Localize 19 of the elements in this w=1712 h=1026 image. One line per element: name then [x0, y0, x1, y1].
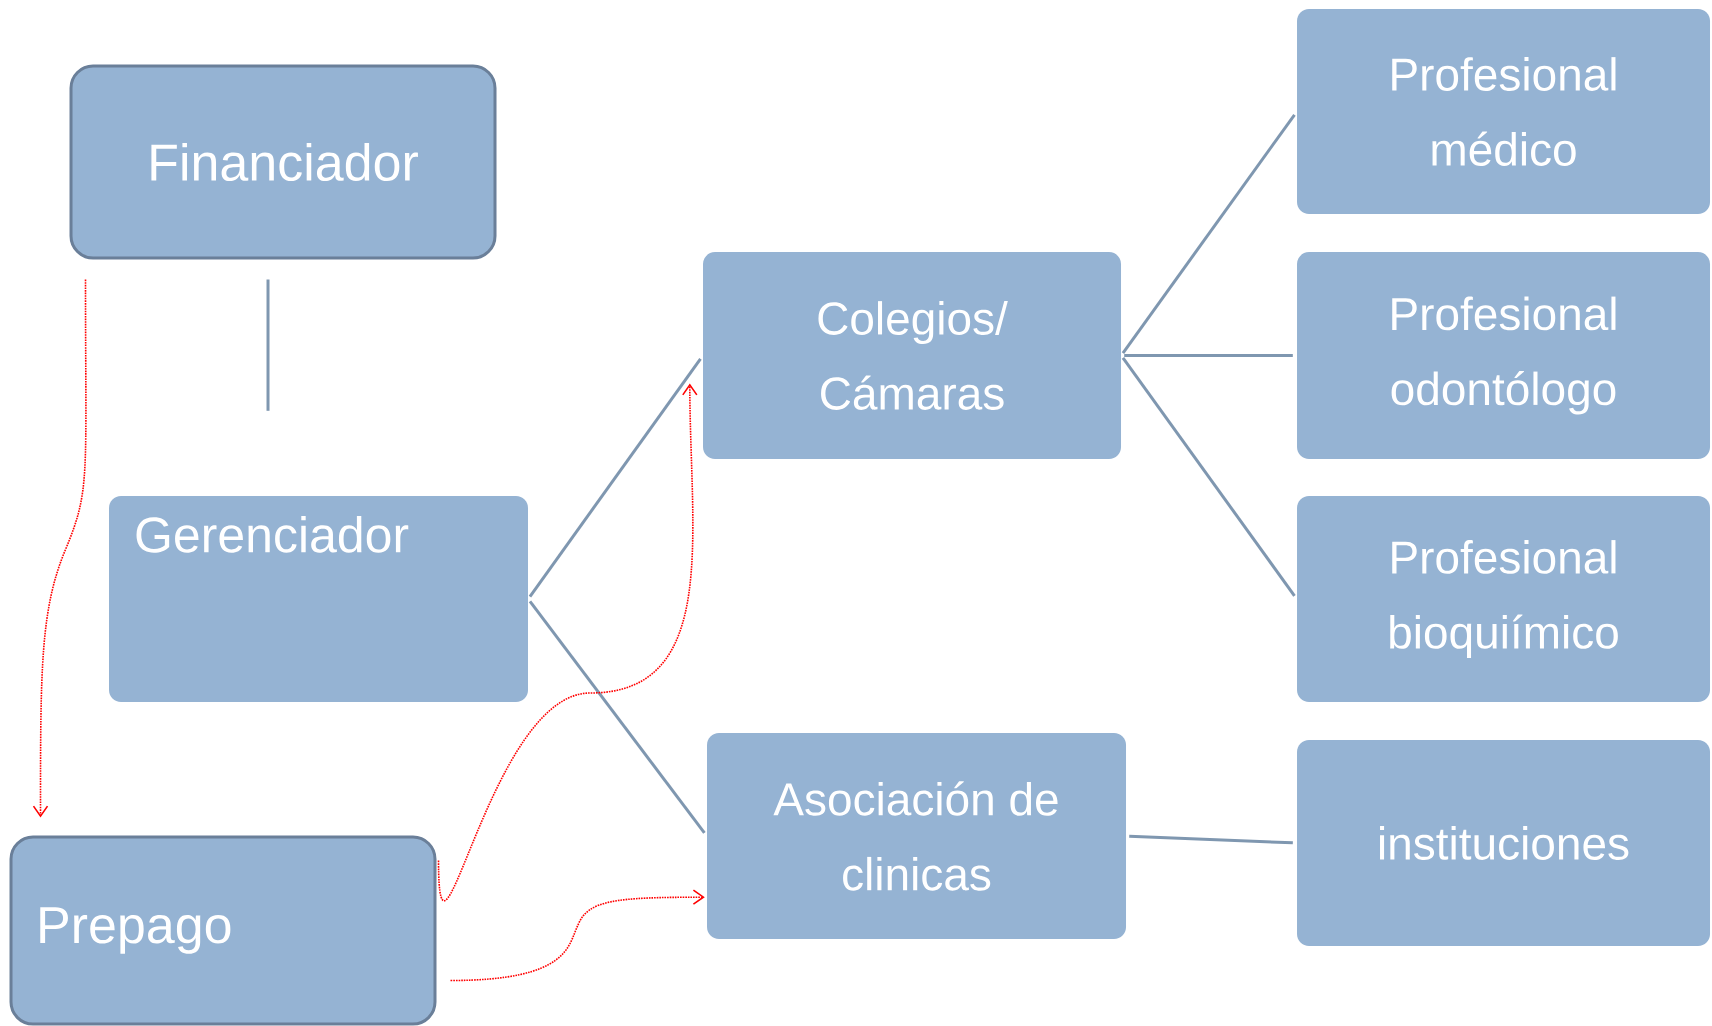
- arrow: [437, 383, 698, 901]
- connector-line: [1124, 354, 1293, 357]
- process-box: Gerenciador: [109, 496, 528, 702]
- process-box: Profesional bioquiímico: [1297, 496, 1710, 702]
- process-box: instituciones: [1297, 740, 1710, 946]
- arrow: [32, 278, 87, 818]
- connector-line: [1121, 113, 1296, 354]
- connector-line: [266, 279, 270, 411]
- process-box: Profesional médico: [1297, 9, 1710, 214]
- connector-line: [1121, 357, 1296, 597]
- arrow: [449, 889, 705, 982]
- process-box: Colegios/ Cámaras: [703, 252, 1121, 459]
- process-box: Prepago: [9, 835, 437, 1026]
- process-box: Financiador: [69, 64, 497, 260]
- connector-line: [528, 600, 706, 834]
- connector-line: [528, 357, 702, 598]
- process-box: Profesional odontólogo: [1297, 252, 1710, 459]
- connector-line: [1129, 834, 1293, 845]
- process-box: Asociación de clinicas: [707, 733, 1126, 939]
